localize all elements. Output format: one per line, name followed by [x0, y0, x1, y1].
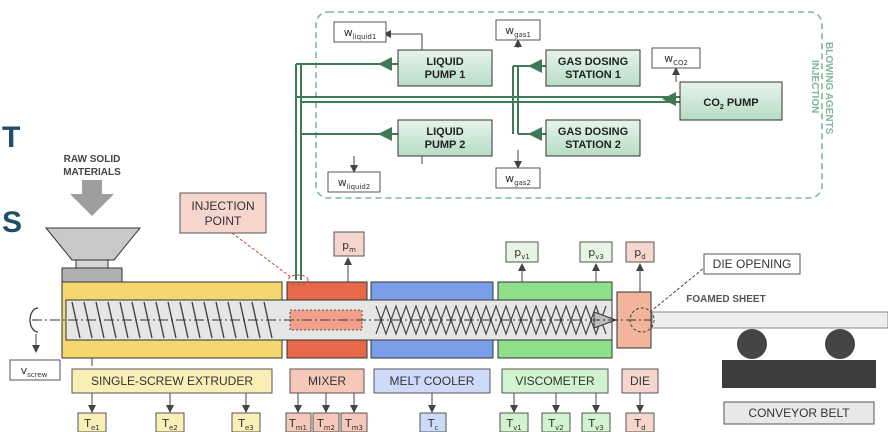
- flow-w-co2: wCO2: [651, 47, 701, 69]
- conveyor-belt-body: [722, 360, 876, 388]
- arrow-gas2: [528, 127, 542, 141]
- svg-text:DIE OPENING: DIE OPENING: [713, 257, 792, 271]
- blowing-agents-region: [315, 11, 823, 199]
- svg-text:Tc: Tc: [427, 417, 439, 432]
- svg-text:pm: pm: [342, 239, 356, 254]
- svg-text:STATION 1: STATION 1: [565, 69, 621, 81]
- svg-text:GAS DOSING: GAS DOSING: [558, 126, 628, 138]
- temp-tm1: Tm1: [285, 412, 312, 432]
- blowing-agents-label: BLOWING AGENTS: [823, 42, 834, 135]
- label-die: DIE: [621, 368, 659, 394]
- svg-text:wliquid1: wliquid1: [344, 26, 377, 41]
- svg-text:pv3: pv3: [588, 246, 604, 261]
- temp-tc: Tc: [419, 412, 447, 432]
- screw-speed: vscrew: [9, 359, 61, 381]
- svg-text:SINGLE-SCREW EXTRUDER: SINGLE-SCREW EXTRUDER: [91, 374, 253, 388]
- svg-text:DIE: DIE: [630, 374, 650, 388]
- label-cooler: MELT COOLER: [373, 368, 491, 394]
- conveyor-label: CONVEYOR BELT: [723, 401, 875, 425]
- svg-text:Tm1: Tm1: [288, 417, 307, 432]
- svg-text:wliquid2: wliquid2: [338, 176, 371, 191]
- liquid-pump-1: LIQUID PUMP 1: [397, 49, 493, 87]
- flow-w-liquid2: wliquid2: [327, 171, 381, 193]
- svg-text:wgas1: wgas1: [505, 24, 531, 39]
- svg-text:Tv1: Tv1: [505, 417, 521, 432]
- svg-text:INJECTION: INJECTION: [191, 199, 254, 213]
- die-opening-label: DIE OPENING: [703, 253, 801, 275]
- svg-text:pv1: pv1: [514, 246, 530, 261]
- label-extruder: SINGLE-SCREW EXTRUDER: [71, 368, 273, 394]
- svg-text:Td: Td: [633, 417, 645, 432]
- temp-td: Td: [625, 412, 655, 432]
- arrow-liquid2: [378, 127, 392, 141]
- injection-label: INJECTION: [809, 60, 820, 113]
- svg-text:CONVEYOR BELT: CONVEYOR BELT: [748, 406, 850, 420]
- label-mixer: MIXER: [289, 368, 365, 394]
- svg-text:Tm2: Tm2: [316, 417, 335, 432]
- svg-text:vscrew: vscrew: [21, 364, 48, 379]
- hopper: [44, 227, 142, 283]
- svg-text:POINT: POINT: [205, 214, 242, 228]
- foamed-sheet: [651, 311, 888, 329]
- rotation-icon: [29, 307, 39, 333]
- svg-text:GAS DOSING: GAS DOSING: [558, 56, 628, 68]
- raw-solid-label-2: MATERIALS: [63, 167, 121, 178]
- svg-text:PUMP 2: PUMP 2: [425, 139, 466, 151]
- foamed-sheet-label: FOAMED SHEET: [686, 294, 765, 305]
- temp-tm3: Tm3: [340, 412, 368, 432]
- svg-text:LIQUID: LIQUID: [426, 56, 463, 68]
- svg-text:wCO2: wCO2: [664, 52, 688, 67]
- partial-letter-top: T: [2, 121, 20, 154]
- label-viscometer: VISCOMETER: [501, 368, 609, 394]
- arrow-liquid1: [378, 57, 392, 71]
- co2-pump: CO2 PUMP: [679, 81, 783, 121]
- flow-w-gas2: wgas2: [495, 167, 541, 189]
- svg-text:Tv3: Tv3: [587, 417, 603, 432]
- pressure-pm: pm: [333, 231, 365, 257]
- svg-text:CO2 PUMP: CO2 PUMP: [703, 97, 758, 111]
- temp-tv2: Tv2: [541, 412, 571, 432]
- temp-tm2: Tm2: [312, 412, 340, 432]
- flow-w-gas1: wgas1: [495, 19, 541, 41]
- temp-te1: Te1: [77, 412, 107, 432]
- pressure-pv3: pv3: [579, 241, 613, 263]
- svg-text:STATION 2: STATION 2: [565, 139, 621, 151]
- svg-text:PUMP 1: PUMP 1: [425, 69, 466, 81]
- svg-text:pd: pd: [634, 246, 645, 261]
- roller-left: [737, 329, 767, 359]
- flow-w-liquid1: wliquid1: [333, 21, 387, 43]
- svg-text:MIXER: MIXER: [308, 374, 346, 388]
- svg-text:Tm3: Tm3: [344, 417, 363, 432]
- gas-dosing-station-2: GAS DOSING STATION 2: [545, 119, 641, 157]
- arrow-co2: [662, 92, 676, 106]
- temp-tv3: Tv3: [581, 412, 611, 432]
- liquid-pump-2: LIQUID PUMP 2: [397, 119, 493, 157]
- svg-text:LIQUID: LIQUID: [426, 126, 463, 138]
- injection-point-marker: [287, 274, 309, 286]
- svg-text:MELT COOLER: MELT COOLER: [390, 374, 475, 388]
- svg-text:wgas2: wgas2: [505, 172, 531, 187]
- material-feed-arrow: [70, 180, 114, 216]
- arrow-gas1: [528, 59, 542, 73]
- svg-text:Te1: Te1: [83, 417, 100, 432]
- pressure-pv1: pv1: [505, 241, 539, 263]
- roller-right: [825, 329, 855, 359]
- pressure-pd: pd: [625, 241, 655, 263]
- gas-dosing-station-1: GAS DOSING STATION 1: [545, 49, 641, 87]
- raw-solid-label-1: RAW SOLID: [64, 154, 121, 165]
- svg-text:Te3: Te3: [237, 417, 254, 432]
- temp-te3: Te3: [231, 412, 261, 432]
- partial-letter-bottom: S: [2, 206, 22, 239]
- temp-tv1: Tv1: [499, 412, 529, 432]
- svg-text:VISCOMETER: VISCOMETER: [515, 374, 595, 388]
- temp-te2: Te2: [155, 412, 185, 432]
- svg-text:Tv2: Tv2: [547, 417, 563, 432]
- injection-point-label: INJECTION POINT: [179, 192, 267, 234]
- die-opening-marker: [629, 307, 655, 333]
- svg-text:Te2: Te2: [161, 417, 178, 432]
